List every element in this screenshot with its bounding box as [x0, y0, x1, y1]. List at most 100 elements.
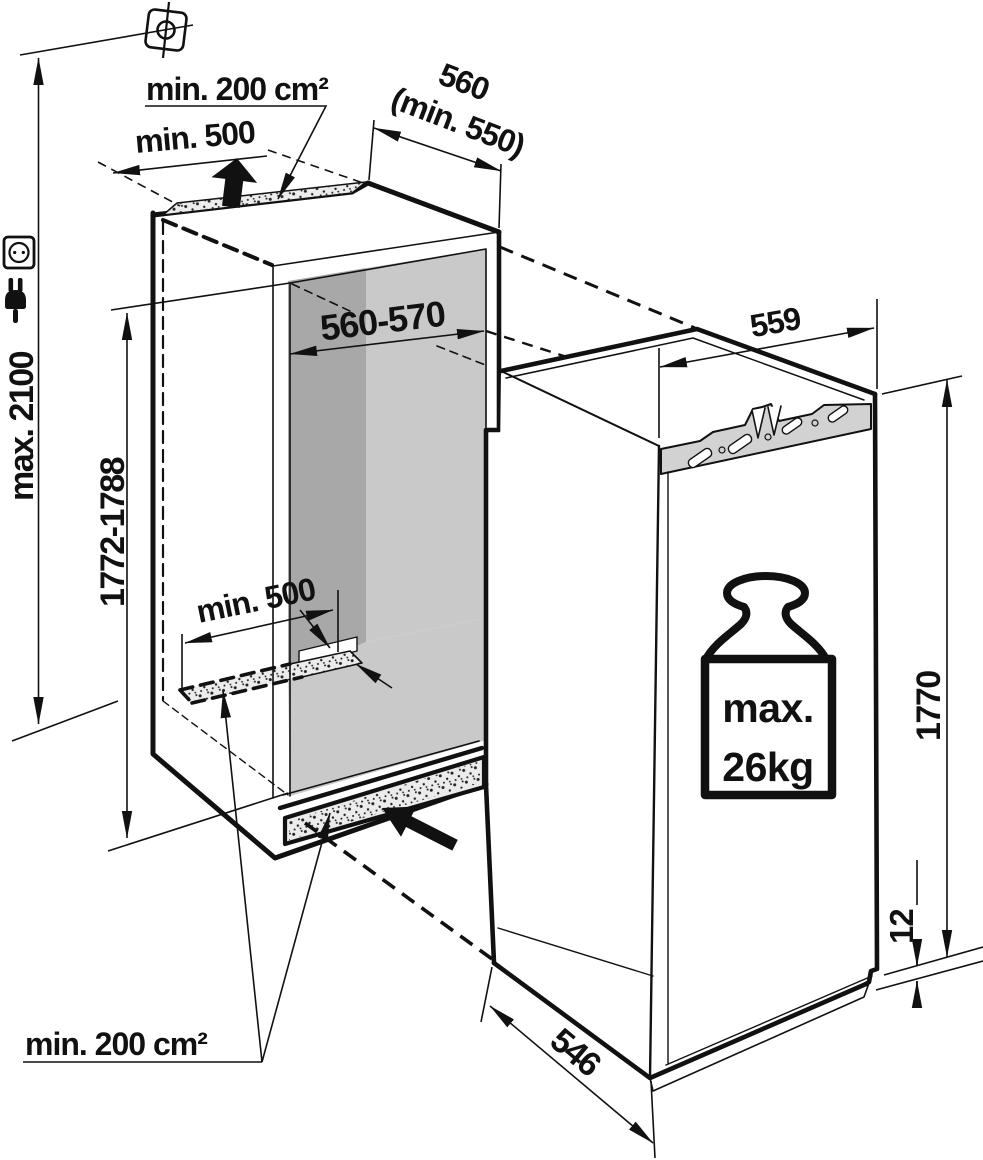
ceiling-reference-crosshair-icon — [144, 1, 188, 59]
leader-bottom-vents — [23, 690, 331, 1063]
top-vent-strip-dots — [163, 182, 366, 215]
airflow-plinth-arrow-shape — [382, 806, 458, 851]
niche-hidden-top-left-edge — [161, 218, 274, 267]
plug-stem — [13, 309, 18, 323]
airflow-up-arrow-shape — [211, 158, 258, 208]
bottom-vent-width-ext-lines — [181, 590, 339, 692]
top-vent-width-ext-dashed — [97, 149, 367, 207]
appliance-width-ext-lines — [658, 299, 878, 438]
icons — [2, 1, 458, 851]
bracket-v-notch — [751, 407, 766, 439]
bracket-slot — [727, 433, 753, 455]
bracket-hole — [718, 446, 726, 454]
weight-kg-label: 26kg — [722, 744, 813, 790]
top-vent-leader-line — [145, 105, 328, 200]
rear-vent-slot-pointer-upper — [299, 609, 331, 649]
rear-vent-slot-pointer-lower — [355, 663, 393, 689]
power-socket-icon — [2, 235, 36, 270]
leader-top-vent — [145, 105, 328, 200]
ext-ceiling — [19, 24, 194, 56]
socket-outline — [2, 235, 36, 270]
plug-prong — [8, 278, 14, 292]
dim-appliance-width — [658, 299, 878, 438]
niche-right-edge — [483, 229, 502, 788]
niche-hidden-ceiling-corner-right — [436, 345, 489, 367]
appliance: max. 26kg — [483, 326, 880, 1092]
niche-width-dim-line — [289, 329, 485, 356]
bracket-hole — [764, 433, 772, 441]
niche-back-wall-shadow — [288, 268, 366, 677]
appliance-right-edge — [863, 391, 880, 987]
bracket-slot — [781, 417, 803, 435]
niche-depth-ext-lines — [368, 119, 502, 229]
appliance-left-face — [494, 371, 659, 1078]
appliance-height-ext-top — [881, 375, 963, 395]
appliance-top-face — [501, 329, 875, 446]
label-vent-width-top: min. 500 — [133, 114, 256, 160]
projection-line-top — [499, 245, 696, 330]
appliance-door-seam-bottom — [665, 975, 873, 1066]
bracket-slot — [687, 447, 713, 469]
crosshair-vertical-line — [161, 1, 171, 59]
niche-top-vent-strip — [162, 181, 367, 216]
niche-height-ext-top — [110, 282, 291, 311]
weight-max-label: max. — [722, 685, 813, 731]
max-door-weight-icon: max. 26kg — [700, 572, 837, 800]
floor-vent-strip-solid-border — [289, 650, 363, 678]
dim-bottom-vent-width — [181, 590, 393, 692]
label-niche-height: 1772-1788 — [94, 457, 132, 607]
plinth-vent-strip-dots — [289, 761, 480, 840]
bracket-slots-group — [687, 405, 849, 469]
dim-appliance-height — [881, 375, 963, 958]
label-appliance-width: 559 — [747, 300, 803, 344]
niche-hidden-ceiling-corner-left — [291, 283, 353, 313]
dim-niche-depth — [368, 119, 502, 229]
niche-cabinet — [150, 180, 502, 861]
appliance-back-left-edge — [483, 782, 497, 966]
appliance-mounting-bracket — [660, 403, 872, 475]
niche-floor-vent-strip — [178, 650, 363, 705]
label-plinth-step: 12 — [883, 909, 920, 944]
plug-prong — [17, 278, 23, 292]
plinth-vent-leader-line — [261, 812, 331, 1063]
floor-vent-strip-dashed-border — [178, 662, 304, 705]
label-vent-area-bottom: min. 200 cm² — [25, 1026, 207, 1062]
dim-ceiling-height — [11, 24, 194, 742]
label-appliance-height: 1770 — [910, 671, 948, 741]
projection-line-mid — [485, 329, 568, 359]
niche-left-edge — [150, 210, 489, 861]
weight-body — [700, 654, 837, 800]
dim-appliance-depth — [480, 966, 656, 1159]
socket-face — [8, 241, 30, 264]
niche-front-bottom-edge — [277, 745, 485, 811]
niche-depth-dim-line — [373, 127, 502, 172]
appliance-front-left-edge — [648, 444, 661, 1080]
appliance-side-base-seam — [497, 927, 654, 977]
plinth-step-ext-lines — [875, 946, 983, 991]
bracket-hole — [811, 419, 819, 427]
airflow-up-arrow — [211, 158, 258, 208]
ext-floor — [11, 700, 119, 742]
niche-floor-front-edge — [282, 740, 480, 796]
dim-plinth-step — [875, 860, 983, 1008]
dim-niche-width — [289, 329, 485, 356]
appliance-depth-dim-line — [489, 1005, 654, 1144]
niche-height-ext-bottom — [107, 792, 289, 852]
weight-knob — [702, 572, 830, 663]
label-ceiling-height: max. 2100 — [3, 351, 41, 501]
floor-vent-strip-dots — [180, 651, 362, 703]
bracket-holes-group — [718, 419, 819, 454]
socket-pin-hole — [21, 250, 25, 255]
label-vent-area-top: min. 200 cm² — [146, 71, 328, 107]
bracket-slot — [827, 405, 849, 423]
dimensions — [11, 24, 983, 1159]
appliance-width-dim-line — [659, 327, 875, 368]
niche-hidden-floor-left-edge — [162, 700, 289, 796]
top-vent-width-dim-line — [112, 155, 268, 176]
bottom-vent-width-dim-line — [184, 609, 334, 644]
dim-niche-height — [107, 282, 291, 852]
power-plug-icon — [5, 278, 26, 323]
airflow-plinth-arrow — [382, 806, 458, 851]
dim-top-vent-width — [97, 149, 367, 207]
